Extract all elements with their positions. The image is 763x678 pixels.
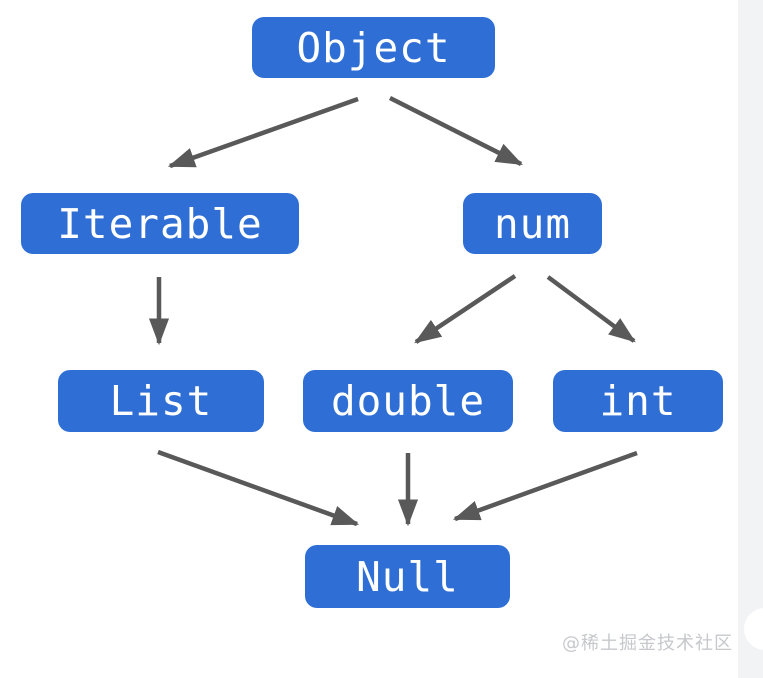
node-null: Null <box>305 545 510 608</box>
page-edge-strip <box>738 0 763 678</box>
node-double: double <box>303 370 513 432</box>
edge-object-to-num <box>388 95 524 167</box>
node-iterable: Iterable <box>21 193 299 254</box>
node-num: num <box>463 193 602 254</box>
edge-list-to-null <box>157 449 360 527</box>
node-object: Object <box>252 17 495 78</box>
watermark: @稀土掘金技术社区 <box>562 633 733 654</box>
edge-num-to-double <box>414 274 517 344</box>
edge-object-to-iterable <box>167 96 359 169</box>
edge-int-to-null <box>452 450 638 522</box>
node-list: List <box>58 370 264 432</box>
node-int: int <box>553 370 723 432</box>
edge-num-to-int <box>546 275 636 343</box>
corner-card <box>744 608 763 650</box>
